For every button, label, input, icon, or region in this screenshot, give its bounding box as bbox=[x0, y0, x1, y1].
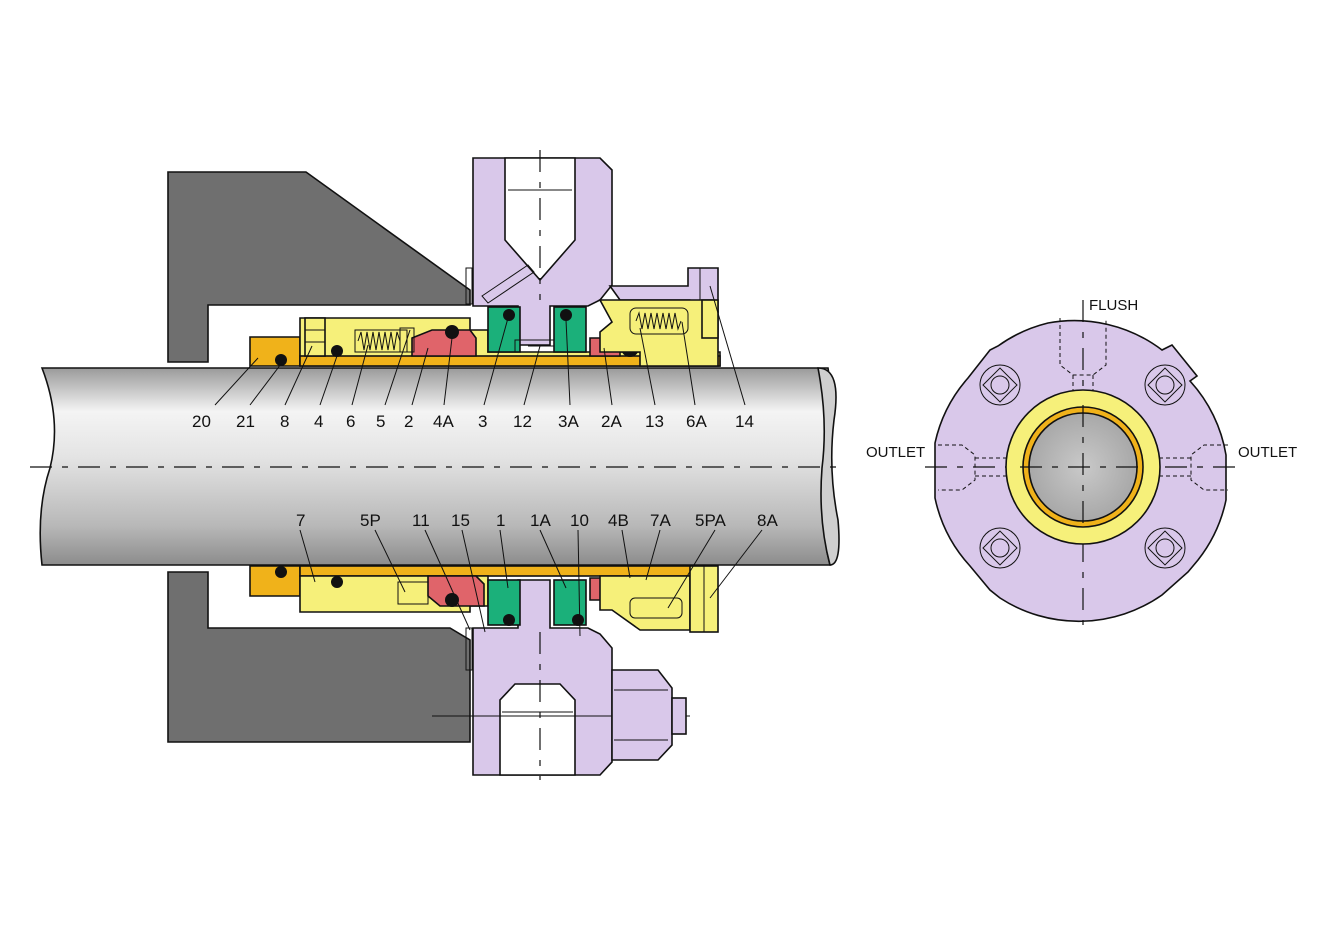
o-ring-21 bbox=[275, 354, 287, 366]
leader-lines bbox=[214, 285, 763, 637]
o-ring-11 bbox=[445, 593, 459, 607]
callout-4A: 4A bbox=[433, 412, 454, 431]
callout-2A: 2A bbox=[601, 412, 622, 431]
outlet-right-label: OUTLET bbox=[1238, 444, 1297, 461]
rotating-ring-1-red bbox=[427, 575, 485, 607]
drive-lug-14 bbox=[701, 299, 719, 339]
callout-5: 5 bbox=[376, 412, 385, 431]
gland-lower-bore bbox=[499, 683, 576, 776]
outlet-left-label: OUTLET bbox=[866, 444, 925, 461]
callout-7: 7 bbox=[296, 511, 305, 530]
flush-port-label: FLUSH bbox=[1089, 297, 1138, 314]
bolt-hole-bottom-right bbox=[1144, 527, 1186, 569]
spring-6A bbox=[635, 311, 682, 331]
housing-upper bbox=[167, 171, 471, 363]
collar-lower bbox=[249, 565, 301, 597]
set-screw-8 bbox=[304, 317, 326, 357]
callout-10: 10 bbox=[570, 511, 589, 530]
callout-5P: 5P bbox=[360, 511, 381, 530]
collar-upper bbox=[249, 336, 301, 367]
o-ring-4A bbox=[445, 325, 459, 339]
callout-4B: 4B bbox=[608, 511, 629, 530]
callout-7A: 7A bbox=[650, 511, 671, 530]
callout-15: 15 bbox=[451, 511, 470, 530]
callout-21: 21 bbox=[236, 412, 255, 431]
sleeve-base-upper bbox=[299, 355, 721, 367]
bolt-hole-bottom-left bbox=[979, 527, 1021, 569]
callout-4: 4 bbox=[314, 412, 323, 431]
bolt-hole-top-right bbox=[1144, 364, 1186, 406]
callout-8A: 8A bbox=[757, 511, 778, 530]
gasket-upper bbox=[465, 267, 473, 305]
o-ring-7 bbox=[331, 576, 343, 588]
callout-6: 6 bbox=[346, 412, 355, 431]
callout-12: 12 bbox=[513, 412, 532, 431]
callout-1A: 1A bbox=[530, 511, 551, 530]
gland-bolt-tip bbox=[671, 697, 687, 735]
spring-6 bbox=[357, 331, 401, 351]
end-view: FLUSH OUTLET OUTLET bbox=[866, 297, 1297, 625]
callout-1: 1 bbox=[496, 511, 505, 530]
callout-2: 2 bbox=[404, 412, 413, 431]
spring-holder-7A bbox=[599, 575, 691, 631]
callout-8: 8 bbox=[280, 412, 289, 431]
callout-20: 20 bbox=[192, 412, 211, 431]
callout-6A: 6A bbox=[686, 412, 707, 431]
callout-5PA: 5PA bbox=[695, 511, 727, 530]
sleeve-base-lower bbox=[299, 565, 696, 577]
callout-3A: 3A bbox=[558, 412, 579, 431]
callout-14: 14 bbox=[735, 412, 754, 431]
o-ring-21-lower bbox=[275, 566, 287, 578]
rotating-ring-2 bbox=[411, 329, 477, 357]
o-ring-4 bbox=[331, 345, 343, 357]
bolt-hole-top-left bbox=[979, 364, 1021, 406]
gland-flush-passage bbox=[481, 264, 535, 304]
housing-lower bbox=[167, 571, 471, 743]
callout-3: 3 bbox=[478, 412, 487, 431]
callout-11: 11 bbox=[412, 511, 430, 530]
callout-13: 13 bbox=[645, 412, 664, 431]
spring-pocket-6 bbox=[354, 329, 408, 353]
gland-bolt-head bbox=[611, 669, 673, 761]
